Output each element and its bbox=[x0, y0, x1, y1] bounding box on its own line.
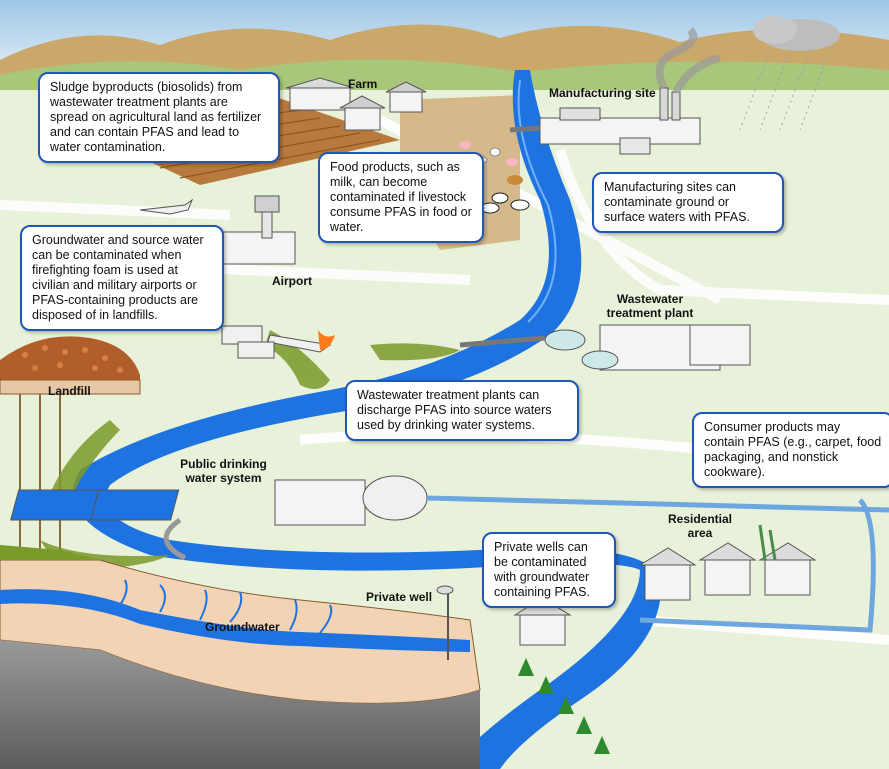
water-system bbox=[10, 475, 889, 633]
houses bbox=[513, 524, 817, 646]
rain-cloud bbox=[739, 16, 840, 131]
label-manufacturing-site: Manufacturing site bbox=[549, 86, 656, 100]
label-residential: Residential area bbox=[667, 512, 733, 540]
callout-wastewater: Wastewater treatment plants can discharg… bbox=[345, 380, 579, 441]
callout-sludge: Sludge byproducts (biosolids) from waste… bbox=[38, 72, 280, 163]
label-airport: Airport bbox=[272, 274, 312, 288]
callout-food: Food products, such as milk, can become … bbox=[318, 152, 484, 243]
label-landfill: Landfill bbox=[48, 384, 91, 398]
label-public-drinking: Public drinking water system bbox=[180, 457, 267, 485]
bedrock bbox=[0, 640, 480, 769]
groundwater-layer bbox=[0, 589, 470, 652]
trees bbox=[518, 658, 610, 754]
label-private-well: Private well bbox=[366, 590, 433, 604]
callout-private-wells: Private wells can be contaminated with g… bbox=[482, 532, 616, 608]
landfill-mound bbox=[0, 336, 140, 392]
wastewater-plant bbox=[459, 324, 751, 371]
label-wastewater-plant: Wastewater treatment plant bbox=[606, 292, 694, 320]
private-well bbox=[436, 585, 454, 660]
label-farm: Farm bbox=[348, 77, 378, 91]
farm-buildings bbox=[285, 77, 427, 131]
callout-groundwater: Groundwater and source water can be cont… bbox=[20, 225, 224, 331]
label-groundwater: Groundwater bbox=[205, 620, 280, 634]
manufacturing-buildings bbox=[509, 27, 722, 155]
callout-consumer: Consumer products may contain PFAS (e.g.… bbox=[692, 412, 889, 488]
callout-manufacturing: Manufacturing sites can contaminate grou… bbox=[592, 172, 784, 233]
